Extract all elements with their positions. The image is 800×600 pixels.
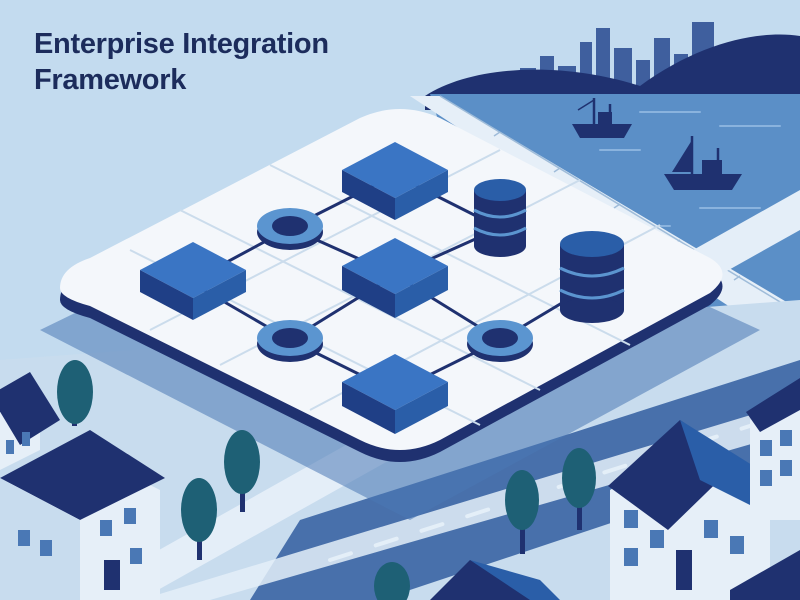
house-icon xyxy=(730,550,800,600)
road-icon xyxy=(140,400,800,600)
headline-title: Enterprise Integration Framework xyxy=(34,26,394,98)
fishing-boat-icon xyxy=(572,98,632,138)
tree-icon xyxy=(181,478,217,560)
database-icon xyxy=(559,231,625,323)
component-block-icon xyxy=(140,242,246,320)
tree-icon xyxy=(224,430,260,512)
headline-line-2: Framework xyxy=(34,64,187,96)
hill-silhouette xyxy=(425,34,800,110)
house-icon xyxy=(0,430,165,600)
database-icon xyxy=(473,179,527,257)
headline-line-1: Enterprise Integration xyxy=(34,28,329,60)
component-block-icon xyxy=(342,354,448,434)
tree-icon xyxy=(562,448,596,530)
connector-node-icon xyxy=(257,208,323,250)
component-block-icon xyxy=(342,238,448,318)
house-icon xyxy=(0,372,60,470)
component-block-icon xyxy=(342,142,448,220)
fishing-boat-icon xyxy=(664,136,742,190)
house-icon xyxy=(430,560,560,600)
tree-icon xyxy=(505,470,539,554)
connector-node-icon xyxy=(257,320,323,362)
house-icon xyxy=(746,378,800,520)
tree-icon xyxy=(374,562,410,600)
shore-railing xyxy=(439,95,800,315)
tree-icon xyxy=(57,360,93,426)
connector-node-icon xyxy=(467,320,533,362)
